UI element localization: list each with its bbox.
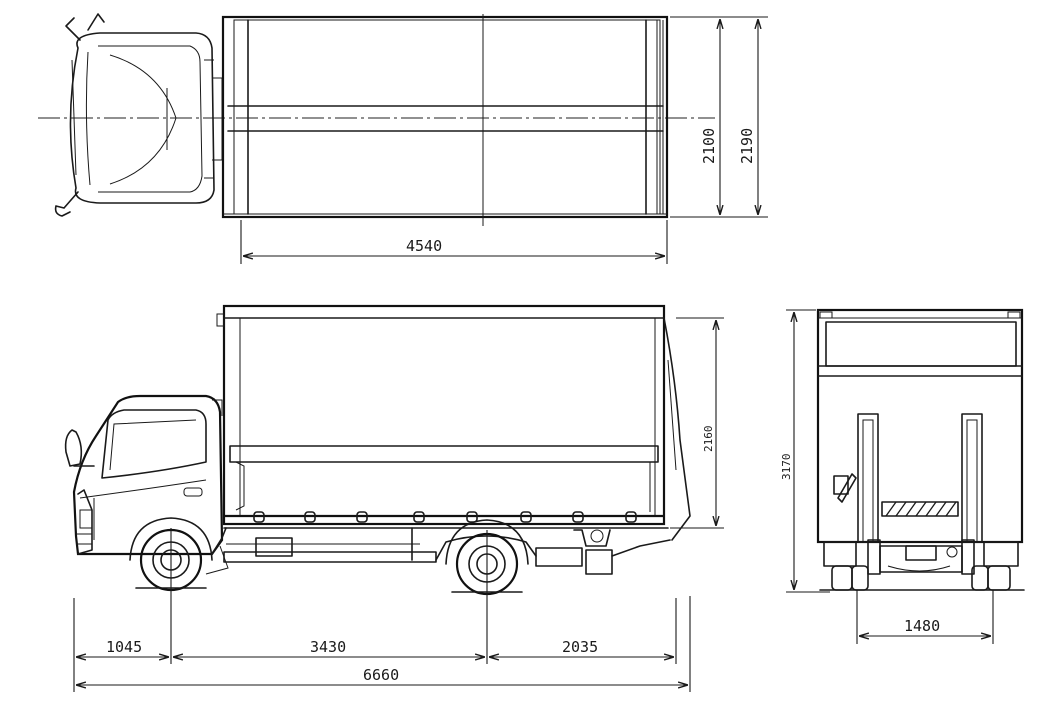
top-body-length-dimension: 4540 (240, 220, 668, 264)
rear-height-label: 3170 (780, 454, 793, 481)
rear-view-body (816, 308, 1024, 544)
overall-length-label: 6660 (363, 666, 399, 684)
rear-view: 3170 1480 (780, 308, 1025, 644)
side-height-dimension: 2160 (670, 317, 724, 529)
rear-track-label: 1480 (904, 617, 940, 635)
side-length-dimensions: 1045 3430 2035 6660 (73, 528, 691, 692)
top-width-dimensions: 2100 2190 (670, 16, 768, 218)
rear-height-dimension: 3170 (780, 309, 830, 593)
side-rope-hooks (253, 511, 637, 523)
reflector-hatch (885, 501, 957, 517)
side-view-cab (64, 394, 224, 556)
rear-view-undercarriage (819, 539, 1025, 591)
wheelbase-label: 3430 (310, 638, 346, 656)
top-view: 4540 2100 2190 (38, 13, 768, 264)
rear-overhang-label: 2035 (562, 638, 598, 656)
top-view-cab (54, 13, 223, 217)
side-view-chassis (205, 527, 671, 575)
front-overhang-label: 1045 (106, 638, 142, 656)
side-view-cargo-box (216, 304, 691, 541)
top-view-cargo-body (221, 14, 669, 226)
side-view: 1045 3430 2035 6660 2160 (64, 304, 724, 692)
body-height-label: 2160 (702, 426, 715, 453)
top-inner-width-label: 2100 (700, 128, 718, 164)
rear-track-dimension: 1480 (856, 590, 994, 644)
top-body-length-label: 4540 (406, 237, 442, 255)
top-outer-width-label: 2190 (738, 128, 756, 164)
